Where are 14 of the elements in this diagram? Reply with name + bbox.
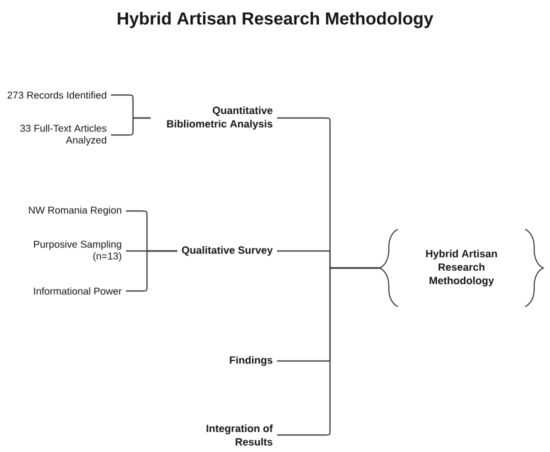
braced-label: Hybrid Artisan Research Methodology — [379, 228, 544, 308]
leaf-label: Purposive Sampling (n=13) — [34, 240, 122, 262]
branch-label: Qualitative Survey — [182, 246, 273, 256]
connector-line — [277, 267, 380, 436]
connector-line — [126, 250, 178, 292]
branch-label: Findings — [230, 356, 272, 366]
title: Hybrid Artisan Research Methodology — [118, 12, 434, 28]
leaf-label: 273 Records Identified — [8, 91, 106, 99]
leaf-label: 33 Full-Text Articles Analyzed — [20, 124, 106, 146]
branch-label: Quantitative Bibliometric Analysis — [167, 106, 272, 130]
branch-label: Integration of Results — [206, 424, 273, 446]
leaf-label: NW Romania Region — [29, 206, 122, 216]
connector-line — [111, 117, 151, 136]
leaf-label: Informational Power — [34, 287, 122, 295]
